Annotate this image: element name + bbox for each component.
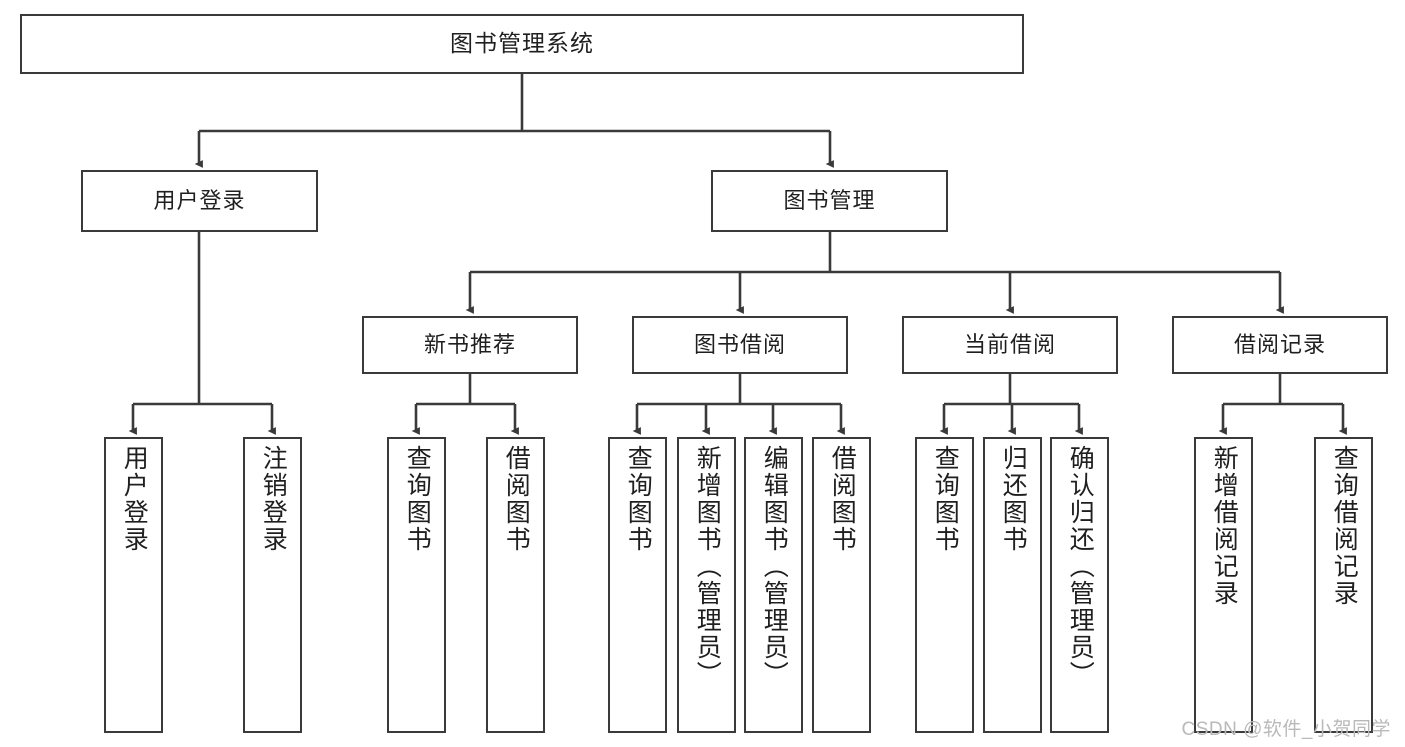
leaf-record-add-record[interactable]: 新增借阅记录 — [1194, 437, 1253, 733]
node-current-borrow[interactable]: 当前借阅 — [902, 316, 1118, 374]
leaf-current-confirm-return[interactable]: 确认归还（管理员） — [1050, 437, 1109, 733]
leaf-recommend-query-book[interactable]: 查询图书 — [387, 437, 446, 733]
node-label: 新增图书（管理员） — [693, 445, 722, 688]
node-label: 图书借阅 — [693, 332, 786, 358]
leaf-borrow-add-book[interactable]: 新增图书（管理员） — [677, 437, 736, 733]
node-label: 确认归还（管理员） — [1066, 445, 1095, 688]
node-label: 查询借阅记录 — [1330, 445, 1359, 607]
node-label: 查询图书 — [403, 445, 432, 553]
node-label: 新增借阅记录 — [1210, 445, 1239, 607]
node-label: 注销登录 — [259, 445, 288, 553]
node-label: 用户登录 — [120, 445, 149, 553]
node-label: 借阅图书 — [828, 445, 857, 553]
node-label: 当前借阅 — [963, 332, 1056, 358]
node-label: 编辑图书（管理员） — [760, 445, 789, 688]
node-label: 借阅记录 — [1233, 332, 1326, 358]
leaf-borrow-borrow-book[interactable]: 借阅图书 — [812, 437, 871, 733]
leaf-record-query-record[interactable]: 查询借阅记录 — [1314, 437, 1373, 733]
node-book-borrow[interactable]: 图书借阅 — [632, 316, 848, 374]
leaf-borrow-edit-book[interactable]: 编辑图书（管理员） — [744, 437, 803, 733]
node-label: 查询图书 — [624, 445, 653, 553]
node-label: 归还图书 — [999, 445, 1028, 553]
node-new-book-recommend[interactable]: 新书推荐 — [362, 316, 578, 374]
node-borrow-record[interactable]: 借阅记录 — [1172, 316, 1388, 374]
node-label: 借阅图书 — [502, 445, 531, 553]
leaf-borrow-query-book[interactable]: 查询图书 — [608, 437, 667, 733]
leaf-user-login-signin[interactable]: 用户登录 — [104, 437, 163, 733]
node-label: 图书管理 — [783, 188, 876, 214]
watermark: CSDN @软件_小贺同学 — [1181, 719, 1391, 740]
node-root-system[interactable]: 图书管理系统 — [20, 14, 1024, 74]
node-book-management[interactable]: 图书管理 — [711, 170, 948, 232]
node-label: 新书推荐 — [423, 332, 516, 358]
leaf-current-query-book[interactable]: 查询图书 — [915, 437, 974, 733]
node-label: 图书管理系统 — [450, 30, 594, 57]
leaf-recommend-borrow-book[interactable]: 借阅图书 — [486, 437, 545, 733]
node-label: 用户登录 — [153, 188, 246, 214]
node-user-login[interactable]: 用户登录 — [81, 170, 318, 232]
leaf-current-return-book[interactable]: 归还图书 — [983, 437, 1042, 733]
node-label: 查询图书 — [931, 445, 960, 553]
leaf-user-login-signout[interactable]: 注销登录 — [243, 437, 302, 733]
